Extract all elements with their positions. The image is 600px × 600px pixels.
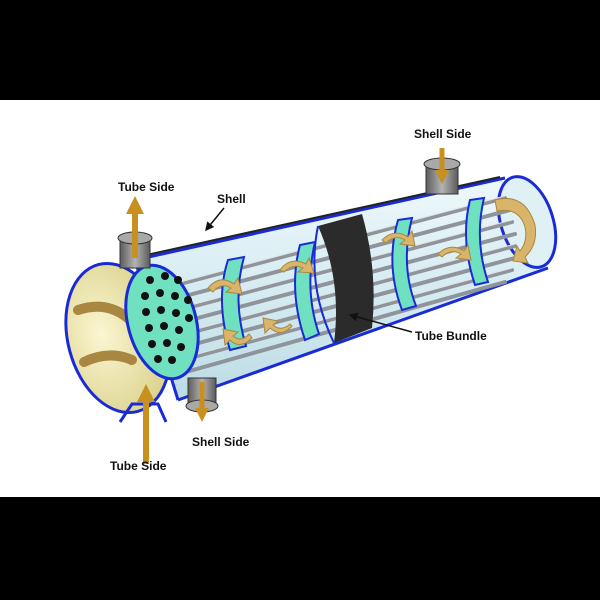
- heat-exchanger-diagram: Tube Side Shell Shell Side Tube Bundle S…: [64, 127, 558, 473]
- tube-holes: [141, 272, 193, 364]
- label-shell-side-bottom: Shell Side: [192, 435, 250, 449]
- tube-side-outlet-nozzle: [117, 196, 153, 269]
- tube-bundle-leader: [348, 312, 413, 333]
- up-arrow-icon: [137, 384, 155, 402]
- label-tube-bundle: Tube Bundle: [415, 329, 487, 343]
- label-shell: Shell: [217, 192, 246, 206]
- shell-flow-arrows: [207, 198, 536, 347]
- diagram-canvas: Tube Side Shell Shell Side Tube Bundle S…: [0, 100, 600, 497]
- down-arrow-icon: [195, 408, 209, 422]
- bottom-letterbox: [0, 497, 600, 600]
- down-arrow-icon: [435, 170, 449, 184]
- label-tube-side-top: Tube Side: [118, 180, 175, 194]
- leader-lines: [205, 207, 413, 333]
- label-tube-side-bottom: Tube Side: [110, 459, 167, 473]
- label-shell-side-top: Shell Side: [414, 127, 472, 141]
- up-arrow-icon: [126, 196, 144, 214]
- shell-leader: [205, 207, 225, 232]
- top-letterbox: [0, 0, 600, 100]
- tube-bundle-band: [313, 214, 374, 344]
- tube-side-inlet-nozzle: [118, 384, 168, 464]
- shell-side-inlet-nozzle: [423, 148, 461, 195]
- shell-side-outlet-nozzle: [185, 377, 219, 422]
- tube-sheet: [124, 263, 200, 381]
